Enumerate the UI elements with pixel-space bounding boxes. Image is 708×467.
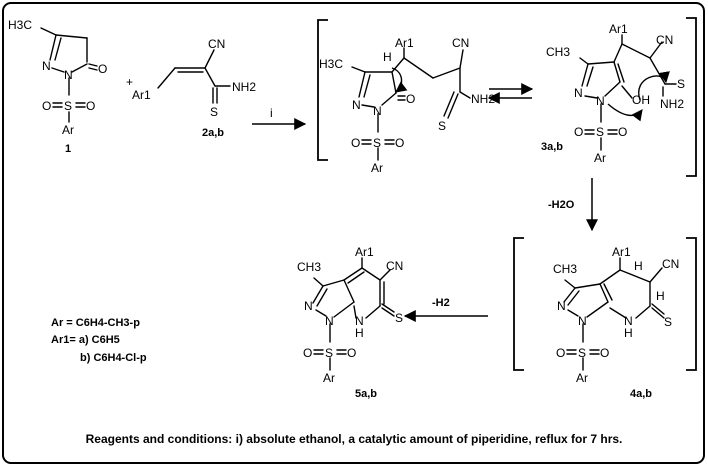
intermediate-a-curved-arrow — [391, 67, 408, 93]
compound-3-cn: CN — [656, 33, 673, 47]
compound-4-label: 4a,b — [630, 388, 652, 400]
compound-2-label: 2a,b — [202, 127, 224, 139]
compound-4-ar: Ar — [576, 371, 588, 385]
compound-3-curved-arrow-upper — [638, 71, 670, 101]
compound-1-n1: N — [42, 59, 51, 73]
compound-5-n2: N — [325, 314, 334, 328]
bracket-left-close — [686, 17, 697, 177]
compound-5-thio-s: S — [395, 311, 403, 325]
compound-5-nh-h: H — [355, 326, 364, 340]
compound-5-nh: N — [355, 314, 364, 328]
bracket-right-open — [513, 237, 524, 371]
h2-loss-label: -H2 — [432, 297, 450, 309]
compound-4-bonds — [563, 257, 665, 371]
intermediate-a-ar: Ar — [371, 161, 383, 175]
compound-4-ar1: Ar1 — [612, 245, 631, 259]
compound-2-ar1: Ar1 — [132, 88, 151, 102]
compound-1-sulfonyl-o-left: O — [42, 99, 51, 113]
compound-1-carbonyl-o: O — [98, 62, 107, 76]
compound-4-sulfonyl-o-left: O — [556, 346, 565, 360]
legend-ar1-definition: Ar1= a) C6H5 — [51, 334, 120, 346]
compound-4-ch3: CH3 — [553, 262, 577, 276]
substituent-legend: Ar = C6H4-CH3-p Ar1= a) C6H5 b) C6H4-Cl-… — [51, 317, 147, 364]
compound-3-ch3: CH3 — [546, 45, 570, 59]
intermediate-a-h: H — [383, 50, 392, 64]
compound-5-sulfur: S — [325, 346, 333, 360]
intermediate-a-sulfonyl-o-right: O — [395, 136, 404, 150]
compound-5-bonds — [312, 257, 395, 371]
intermediate-a-sulfonyl-o-left: O — [351, 136, 360, 150]
compound-3-oh: OH — [632, 93, 650, 107]
plus-sign: + — [126, 75, 133, 89]
water-loss-label: -H2O — [548, 199, 575, 211]
compound-4-cn: CN — [662, 257, 679, 271]
intermediate-a: H3C H Ar1 CN N N O NH2 S S O O Ar — [319, 36, 495, 175]
intermediate-a-h3c: H3C — [319, 57, 343, 71]
intermediate-a-cn: CN — [452, 36, 469, 50]
compound-2-bonds — [157, 49, 231, 104]
compound-4-nh-h: H — [624, 326, 633, 340]
compound-3-sulfonyl-o-left: O — [574, 125, 583, 139]
intermediate-a-sulfur: S — [373, 136, 381, 150]
compound-1-ar: Ar — [62, 123, 74, 137]
compound-3-ar: Ar — [594, 151, 606, 165]
compound-5-n1: N — [304, 299, 313, 313]
compound-3-ar1: Ar1 — [609, 22, 628, 36]
compound-4-h-top: H — [634, 259, 643, 273]
bracket-right-close — [686, 237, 697, 371]
compound-4-thio-s: S — [664, 315, 672, 329]
compound-1-sulfonyl-o-right: O — [86, 99, 95, 113]
compound-5: CH3 Ar1 CN N N N H S S O O Ar 5a,b — [297, 245, 403, 400]
compound-3-curved-arrow-lower — [607, 103, 643, 122]
compound-5-ar: Ar — [323, 371, 335, 385]
reagent-label-i: i — [270, 106, 273, 120]
compound-5-ch3: CH3 — [297, 260, 321, 274]
compound-5-sulfonyl-o-left: O — [303, 346, 312, 360]
compound-3-thio-s: S — [677, 77, 685, 91]
intermediate-a-n2: N — [373, 104, 382, 118]
intermediate-a-n1: N — [352, 98, 361, 112]
compound-2-thio-s: S — [210, 105, 218, 119]
compound-2-nh2: NH2 — [232, 80, 256, 94]
compound-1-n2: N — [64, 68, 73, 82]
compound-3-bonds — [579, 34, 677, 151]
compound-4-sulfonyl-o-right: O — [600, 346, 609, 360]
reagents-caption: Reagents and conditions: i) absolute eth… — [86, 432, 623, 446]
compound-5-label: 5a,b — [355, 388, 377, 400]
compound-3-sulfur: S — [596, 125, 604, 139]
compound-4-nh: N — [624, 314, 633, 328]
legend-ar1-b-definition: b) C6H4-Cl-p — [80, 352, 147, 364]
bracket-left-open — [317, 19, 328, 161]
compound-4: CH3 Ar1 H CN H N N N H S S O O Ar 4a,b — [553, 245, 679, 400]
compound-3-n1: N — [574, 86, 583, 100]
compound-1-h3c: H3C — [8, 18, 32, 32]
compound-3-n2: N — [596, 94, 605, 108]
legend-ar-definition: Ar = C6H4-CH3-p — [51, 317, 140, 329]
intermediate-a-carbonyl-o: O — [406, 92, 415, 106]
compound-4-n1: N — [557, 299, 566, 313]
compound-1-bonds — [40, 27, 98, 123]
compound-4-h-mid: H — [656, 289, 665, 303]
intermediate-a-ar1: Ar1 — [395, 36, 414, 50]
intermediate-a-bonds — [351, 47, 471, 161]
intermediate-a-nh2: NH2 — [471, 92, 495, 106]
compound-3-label: 3a,b — [541, 141, 563, 153]
compound-2: CN Ar1 NH2 S 2a,b — [132, 37, 256, 139]
compound-3: CH3 Ar1 CN N N OH S NH2 S O O Ar 3a,b — [541, 22, 685, 165]
compound-5-sulfonyl-o-right: O — [347, 346, 356, 360]
compound-2-cn: CN — [208, 37, 225, 51]
compound-4-sulfur: S — [578, 346, 586, 360]
compound-3-sulfonyl-o-right: O — [618, 125, 627, 139]
compound-5-cn: CN — [386, 259, 403, 273]
compound-1-label: 1 — [65, 143, 71, 155]
compound-3-nh2: NH2 — [660, 97, 684, 111]
compound-5-ar1: Ar1 — [355, 245, 374, 259]
intermediate-a-thio-s: S — [438, 119, 446, 133]
compound-1: H3C N N O S O O Ar 1 — [8, 18, 107, 155]
compound-4-n2: N — [578, 314, 587, 328]
compound-1-sulfur: S — [64, 99, 72, 113]
